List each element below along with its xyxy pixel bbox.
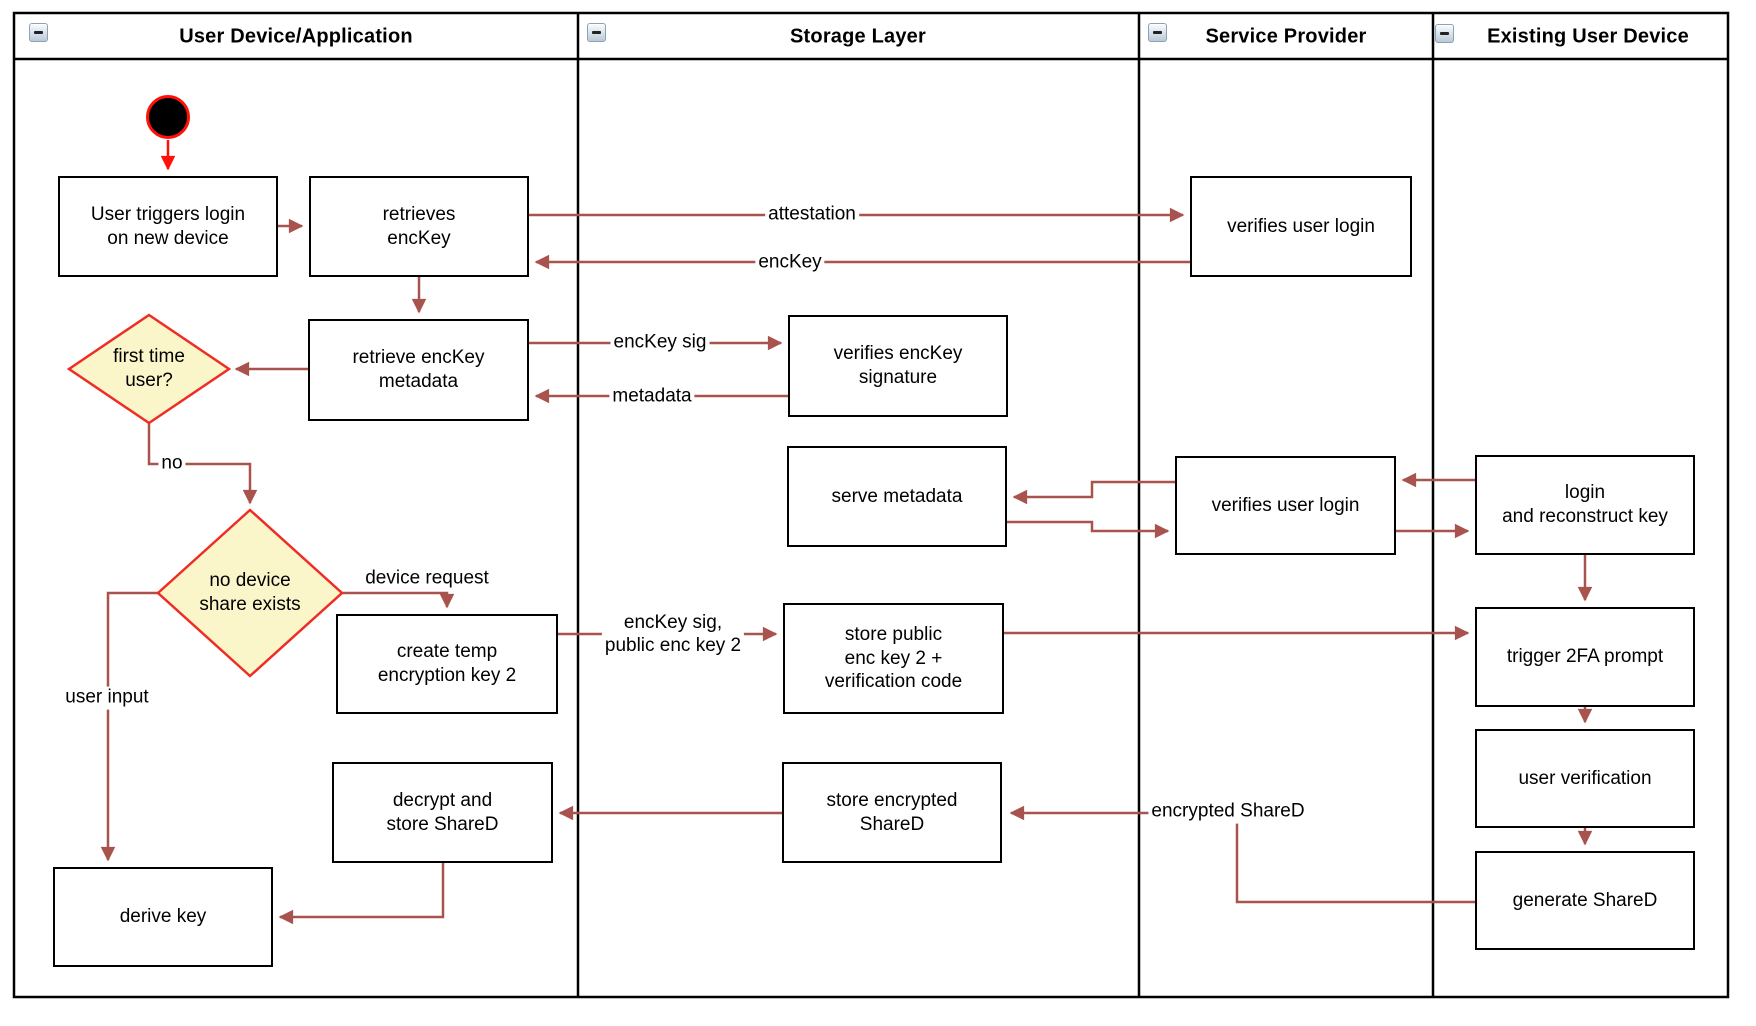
minus-icon xyxy=(1153,31,1162,34)
minus-icon xyxy=(1440,32,1449,35)
edge-verifylogin-to-serve xyxy=(1012,480,1175,505)
node-create-temp-key[interactable]: create temp encryption key 2 xyxy=(336,614,558,714)
node-decrypt-store-shared[interactable]: decrypt and store ShareD xyxy=(332,762,553,863)
collapse-icon[interactable] xyxy=(587,23,606,42)
edge-serve-to-verifylogin xyxy=(1007,520,1170,539)
lane-title-service-provider[interactable]: Service Provider xyxy=(1205,25,1367,48)
node-verifies-enckey-signature[interactable]: verifies encKey signature xyxy=(788,315,1008,417)
edge-label-enckey: encKey xyxy=(755,251,825,275)
lane-title-user-device[interactable]: User Device/Application xyxy=(179,25,413,48)
collapse-icon[interactable] xyxy=(1148,23,1167,42)
node-generate-shared[interactable]: generate ShareD xyxy=(1475,851,1695,950)
edge-no-branch xyxy=(147,423,258,505)
edge-label-enckey-sig: encKey sig xyxy=(610,331,710,355)
edge-label-encrypted-shared: encrypted ShareD xyxy=(1148,800,1308,824)
node-user-verification[interactable]: user verification xyxy=(1475,729,1695,828)
node-derive-key[interactable]: derive key xyxy=(53,867,273,967)
edge-label-device-request: device request xyxy=(362,567,492,591)
node-retrieve-enckey-metadata[interactable]: retrieve encKey metadata xyxy=(308,319,529,421)
collapse-icon[interactable] xyxy=(29,23,48,42)
node-verifies-user-login-top[interactable]: verifies user login xyxy=(1190,176,1412,277)
decision-first-time-user-label: first time user? xyxy=(113,346,185,391)
node-serve-metadata[interactable]: serve metadata xyxy=(787,446,1007,547)
start-node[interactable] xyxy=(146,95,190,139)
minus-icon xyxy=(592,31,601,34)
node-trigger-2fa[interactable]: trigger 2FA prompt xyxy=(1475,607,1695,707)
minus-icon xyxy=(34,31,43,34)
edge-device-request xyxy=(342,591,455,609)
node-user-triggers-login[interactable]: User triggers login on new device xyxy=(58,176,278,277)
edge-user-input xyxy=(100,591,158,862)
edge-decrypt-to-derive xyxy=(278,863,445,925)
node-store-public-key[interactable]: store public enc key 2 + verification co… xyxy=(783,603,1004,714)
edge-label-enckey-sig-pub2: encKey sig, public enc key 2 xyxy=(601,612,745,658)
edge-label-attestation: attestation xyxy=(765,203,859,227)
node-retrieves-enckey[interactable]: retrieves encKey xyxy=(309,176,529,277)
collapse-icon[interactable] xyxy=(1435,24,1454,43)
edge-label-no: no xyxy=(158,452,186,476)
decision-first-time-user-shape[interactable] xyxy=(66,313,232,425)
swimlane-frame xyxy=(12,11,1730,999)
edge-label-metadata: metadata xyxy=(609,385,695,409)
edge-label-user-input: user input xyxy=(62,686,152,710)
lane-title-storage-layer[interactable]: Storage Layer xyxy=(790,25,926,48)
node-verifies-user-login-mid[interactable]: verifies user login xyxy=(1175,456,1396,555)
edge-encrypted-shared xyxy=(1009,805,1475,904)
node-login-reconstruct-key[interactable]: login and reconstruct key xyxy=(1475,455,1695,555)
lane-title-existing-user-device[interactable]: Existing User Device xyxy=(1487,25,1689,48)
node-store-encrypted-shared[interactable]: store encrypted ShareD xyxy=(782,762,1002,863)
decision-no-device-share-label: no device share exists xyxy=(199,570,301,615)
decision-no-device-share-shape[interactable] xyxy=(156,508,344,678)
